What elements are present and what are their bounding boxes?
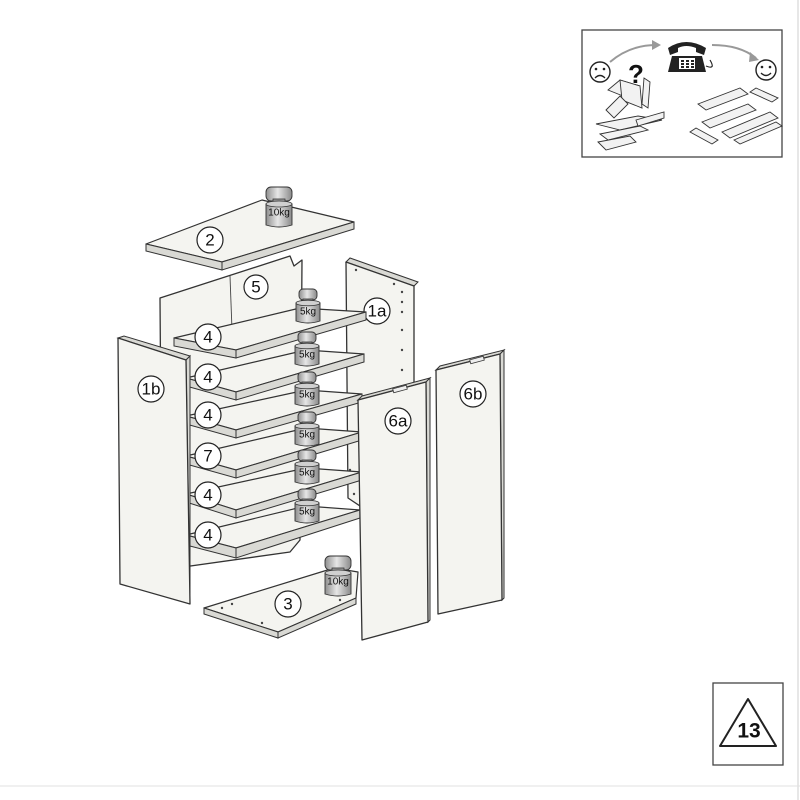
part-label-top: 2 <box>205 231 214 250</box>
part-label-bottom: 3 <box>283 595 292 614</box>
part-label-door-right: 6b <box>464 385 483 404</box>
weight-shelf-1: 5kg <box>295 288 321 324</box>
part-label-side-right: 1a <box>368 302 387 321</box>
weight-bottom: 10kg <box>324 555 352 597</box>
weight-shelf-3: 5kg <box>294 371 320 407</box>
telephone-icon <box>668 42 713 72</box>
help-panel: ? <box>581 29 783 158</box>
part-label-shelf-1: 4 <box>203 328 212 347</box>
weight-label-shelf-3: 5kg <box>299 390 315 401</box>
weight-top: 10kg <box>265 186 293 228</box>
part-label-shelf-6: 4 <box>203 526 212 545</box>
furniture-assembly: 5 1a <box>116 186 506 641</box>
weight-shelf-5: 5kg <box>294 449 320 485</box>
door-left: 6a <box>356 376 432 641</box>
part-label-side-left: 1b <box>142 380 161 399</box>
arrow-to-phone <box>609 44 657 63</box>
question-mark-icon: ? <box>628 59 644 89</box>
weight-label-shelf-1: 5kg <box>300 307 316 318</box>
weight-label-shelf-2: 5kg <box>299 350 315 361</box>
weight-label-top: 10kg <box>268 208 290 219</box>
sad-face-icon <box>589 61 611 83</box>
shelf-labels: 4 4 4 7 4 4 <box>194 323 222 549</box>
part-label-shelf-3: 4 <box>203 406 212 425</box>
weight-shelf-4: 5kg <box>294 411 320 447</box>
part-label-door-left: 6a <box>389 412 408 431</box>
part-label-back: 5 <box>251 278 260 297</box>
warning-triangle-icon <box>719 698 777 747</box>
happy-face-icon <box>755 59 777 81</box>
sorted-parts-drawing <box>689 87 783 145</box>
step-number: 13 <box>737 720 760 743</box>
messy-parts-drawing <box>595 77 665 151</box>
weight-shelf-2: 5kg <box>294 331 320 367</box>
bottom-panel: 3 <box>203 567 359 639</box>
weight-label-shelf-4: 5kg <box>299 430 315 441</box>
part-label-shelf-2: 4 <box>203 368 212 387</box>
weight-label-shelf-5: 5kg <box>299 468 315 479</box>
part-label-shelf-5: 4 <box>203 486 212 505</box>
step-number-badge: 13 <box>712 682 784 766</box>
side-panel-left: 1b <box>116 335 191 605</box>
door-right: 6b <box>434 348 506 615</box>
weight-label-bottom: 10kg <box>327 577 349 588</box>
weight-shelf-6: 5kg <box>294 488 320 524</box>
weight-label-shelf-6: 5kg <box>299 507 315 518</box>
top-panel: 2 <box>145 199 355 271</box>
part-label-shelf-4: 7 <box>203 447 212 466</box>
